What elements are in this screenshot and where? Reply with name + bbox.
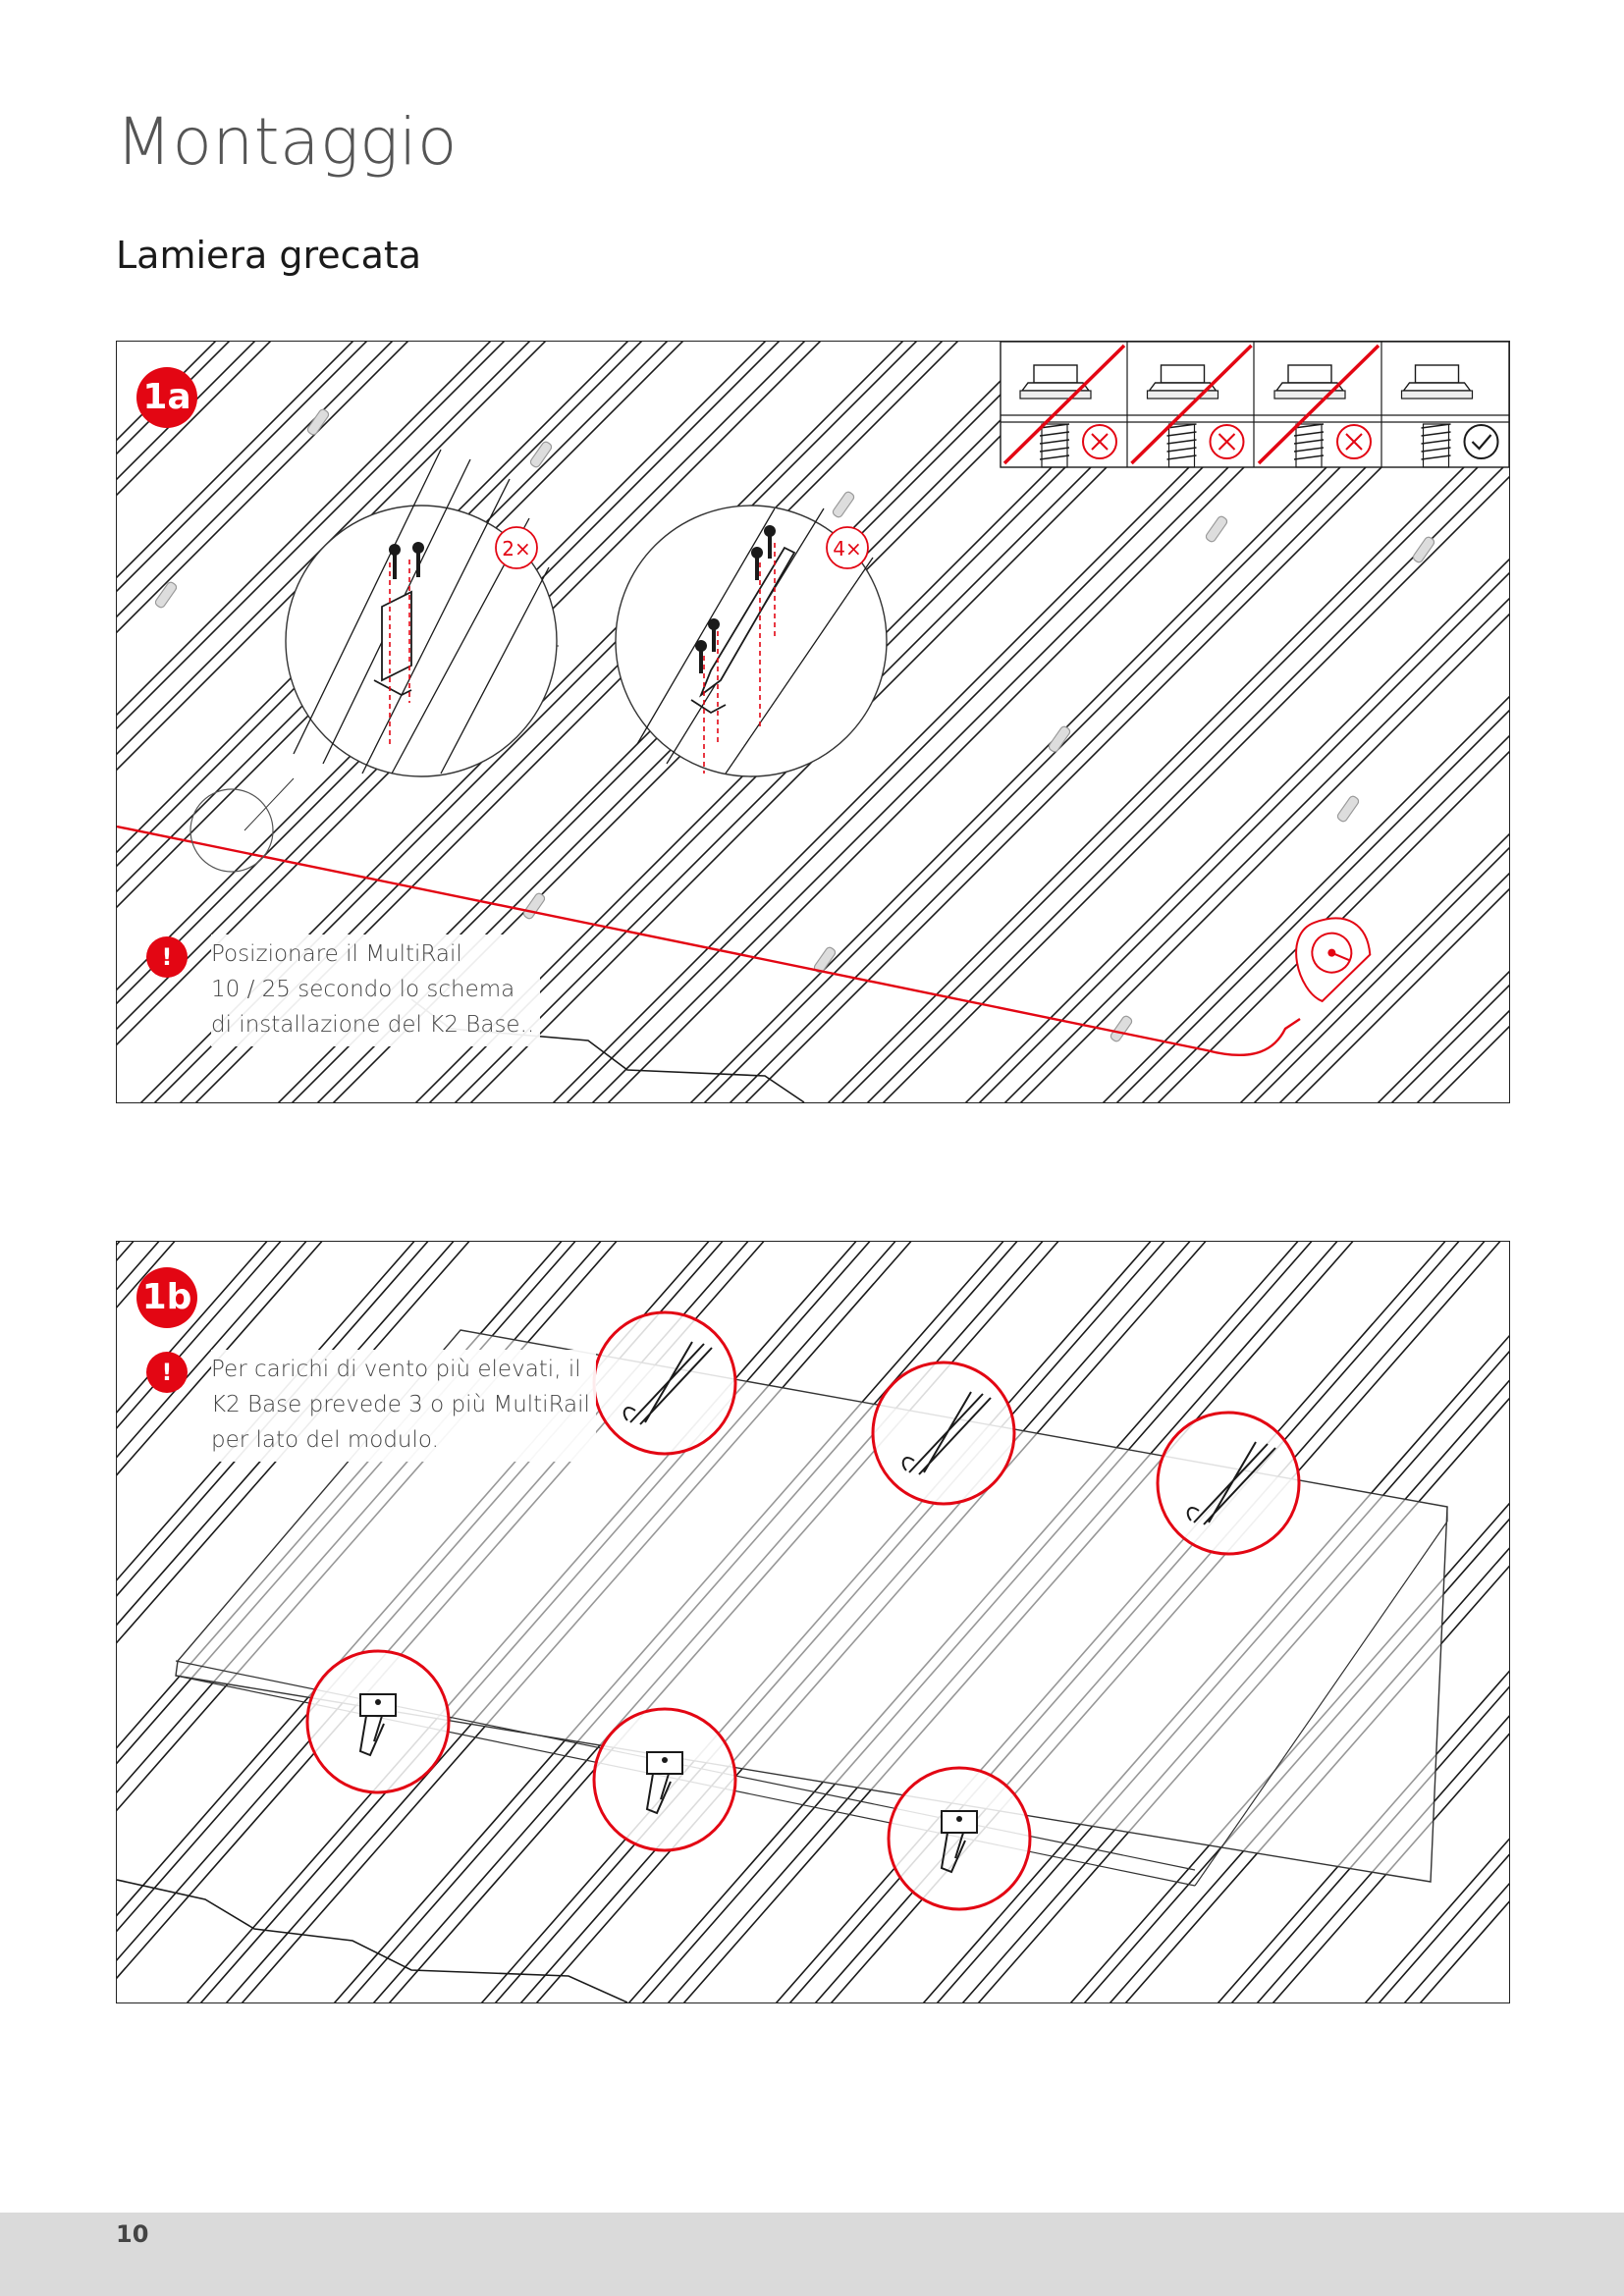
rail-marker xyxy=(1336,795,1360,823)
roof-ridge-line xyxy=(117,342,492,717)
multirail-detail-circle xyxy=(592,1310,737,1456)
step-badge-1a: 1a xyxy=(136,367,197,428)
rail-marker xyxy=(306,408,330,436)
roof-ridge-line xyxy=(1278,872,1509,1102)
roof-ridge-line xyxy=(1364,1838,1509,2002)
roof-ridge-line xyxy=(1403,1883,1509,2002)
figure-1b-illustration xyxy=(117,1242,1509,2002)
multiplier-badge-4x xyxy=(826,526,869,569)
multirail-detail-circle xyxy=(871,1361,1016,1506)
roof-ridge-line xyxy=(1378,1853,1509,2002)
installation-note-1a: ! Posizionare il MultiRail 10 / 25 secon… xyxy=(146,934,541,1046)
screw-comparison-table xyxy=(1000,342,1509,468)
wrong-screw-cell xyxy=(1002,344,1126,468)
roof-ridge-line xyxy=(117,342,272,497)
roof-ridge-line xyxy=(117,1242,135,1261)
error-x-icon xyxy=(1209,424,1245,459)
installation-note-1b: ! Per carichi di vento più elevati, il K… xyxy=(146,1350,596,1462)
note-line: Posizionare il MultiRail xyxy=(211,941,462,967)
roof-ridge-line xyxy=(117,342,547,772)
roof-ridge-line xyxy=(117,342,643,868)
roof-ridge-line xyxy=(1253,846,1509,1102)
footer-bar xyxy=(0,2213,1624,2296)
roof-ridge-line xyxy=(117,342,256,481)
roof-ridge-line xyxy=(1102,695,1509,1102)
note-line: per lato del modulo. xyxy=(211,1427,439,1453)
roof-ridge-line xyxy=(117,342,354,579)
section-title: Lamiera grecata xyxy=(116,234,422,277)
note-line: Per carichi di vento più elevati, il xyxy=(211,1357,581,1382)
roof-ridge-line xyxy=(1272,1733,1509,2002)
detail-source-circle xyxy=(189,788,274,873)
multiplier-4x: 4× xyxy=(833,537,861,561)
roof-ridge-line xyxy=(1003,597,1509,1102)
roof-ridge-line xyxy=(1294,887,1509,1102)
correct-screw-cell xyxy=(1400,364,1499,468)
note-text-1a: Posizionare il MultiRail 10 / 25 secondo… xyxy=(211,934,541,1046)
roof-ridge-line xyxy=(117,342,368,593)
roof-ridge-line xyxy=(1239,832,1509,1102)
rail-marker xyxy=(529,441,553,468)
roof-ridge-line xyxy=(1230,1685,1509,2002)
roof-ridge-line xyxy=(117,342,669,893)
rail-position-markers xyxy=(154,408,1435,1042)
roof-ridge-line xyxy=(964,558,1509,1102)
step-badge-1b: 1b xyxy=(136,1267,197,1328)
multirail-positions xyxy=(305,1310,1301,1911)
warning-icon: ! xyxy=(146,936,188,978)
roof-ridge-line xyxy=(117,342,394,618)
figure-1a: 2× 4× xyxy=(116,341,1510,1103)
error-x-icon xyxy=(1082,424,1117,459)
roof-ridge-line xyxy=(978,571,1509,1102)
error-x-icon xyxy=(1336,424,1372,459)
figure-1a-illustration: 2× 4× xyxy=(117,342,1509,1102)
page-title: Montaggio xyxy=(116,104,458,180)
rail-marker xyxy=(154,581,178,609)
wrong-screw-cell xyxy=(1130,344,1253,468)
multirail-detail-circle xyxy=(305,1649,451,1794)
note-line: K2 Base prevede 3 o più MultiRail xyxy=(211,1392,590,1417)
roof-ridge-line xyxy=(1217,1670,1509,2002)
roof-ridge-line xyxy=(117,342,531,756)
roof-ridge-line xyxy=(1115,709,1509,1102)
chalk-line xyxy=(117,825,1301,1056)
rail-marker xyxy=(1412,536,1435,563)
rail-marker xyxy=(1048,725,1071,753)
note-line: di installazione del K2 Base.. xyxy=(211,1012,535,1038)
roof-ridge-line xyxy=(1124,1565,1509,2002)
roof-ridge-line xyxy=(1377,970,1509,1102)
roof-ridge-line xyxy=(117,342,629,854)
roof-ridge-line xyxy=(1256,1715,1509,2002)
detail-circle-2-screws: 2× xyxy=(285,449,558,777)
multirail-detail-circle xyxy=(887,1766,1032,1911)
roof-ridge-line xyxy=(117,342,506,730)
roof-ridge-line xyxy=(117,342,684,909)
chalk-line-reel-icon xyxy=(1295,917,1372,1003)
rail-marker xyxy=(832,491,855,518)
multiplier-2x: 2× xyxy=(502,537,530,561)
check-icon xyxy=(1463,424,1499,459)
note-line: 10 / 25 secondo lo schema xyxy=(211,977,515,1002)
roof-ridge-line xyxy=(866,459,1509,1102)
roof-ridge-line xyxy=(882,475,1509,1102)
roof-ridge-line xyxy=(1019,613,1509,1102)
multiplier-badge-2x xyxy=(495,526,538,569)
page-number: 10 xyxy=(116,2220,149,2248)
roof-ridge-line xyxy=(1141,734,1509,1102)
rail-marker xyxy=(522,892,546,920)
warning-icon: ! xyxy=(146,1352,188,1393)
roof-ridge-line xyxy=(1390,984,1509,1102)
rail-marker xyxy=(1205,515,1228,543)
rail-marker xyxy=(1110,1015,1133,1042)
roof-ridge-line xyxy=(1157,750,1509,1102)
figure-1b: 1b ! Per carichi di vento più elevati, i… xyxy=(116,1241,1510,2003)
note-text-1b: Per carichi di vento più elevati, il K2 … xyxy=(211,1350,596,1462)
roof-ridge-line xyxy=(117,342,409,634)
wrong-screw-cell xyxy=(1257,344,1380,468)
multirail-detail-circle xyxy=(1156,1411,1301,1556)
multirail-detail-circle xyxy=(592,1707,737,1852)
roof-ridge-line xyxy=(117,1242,307,1459)
detail-circle-4-screws: 4× xyxy=(615,505,888,777)
